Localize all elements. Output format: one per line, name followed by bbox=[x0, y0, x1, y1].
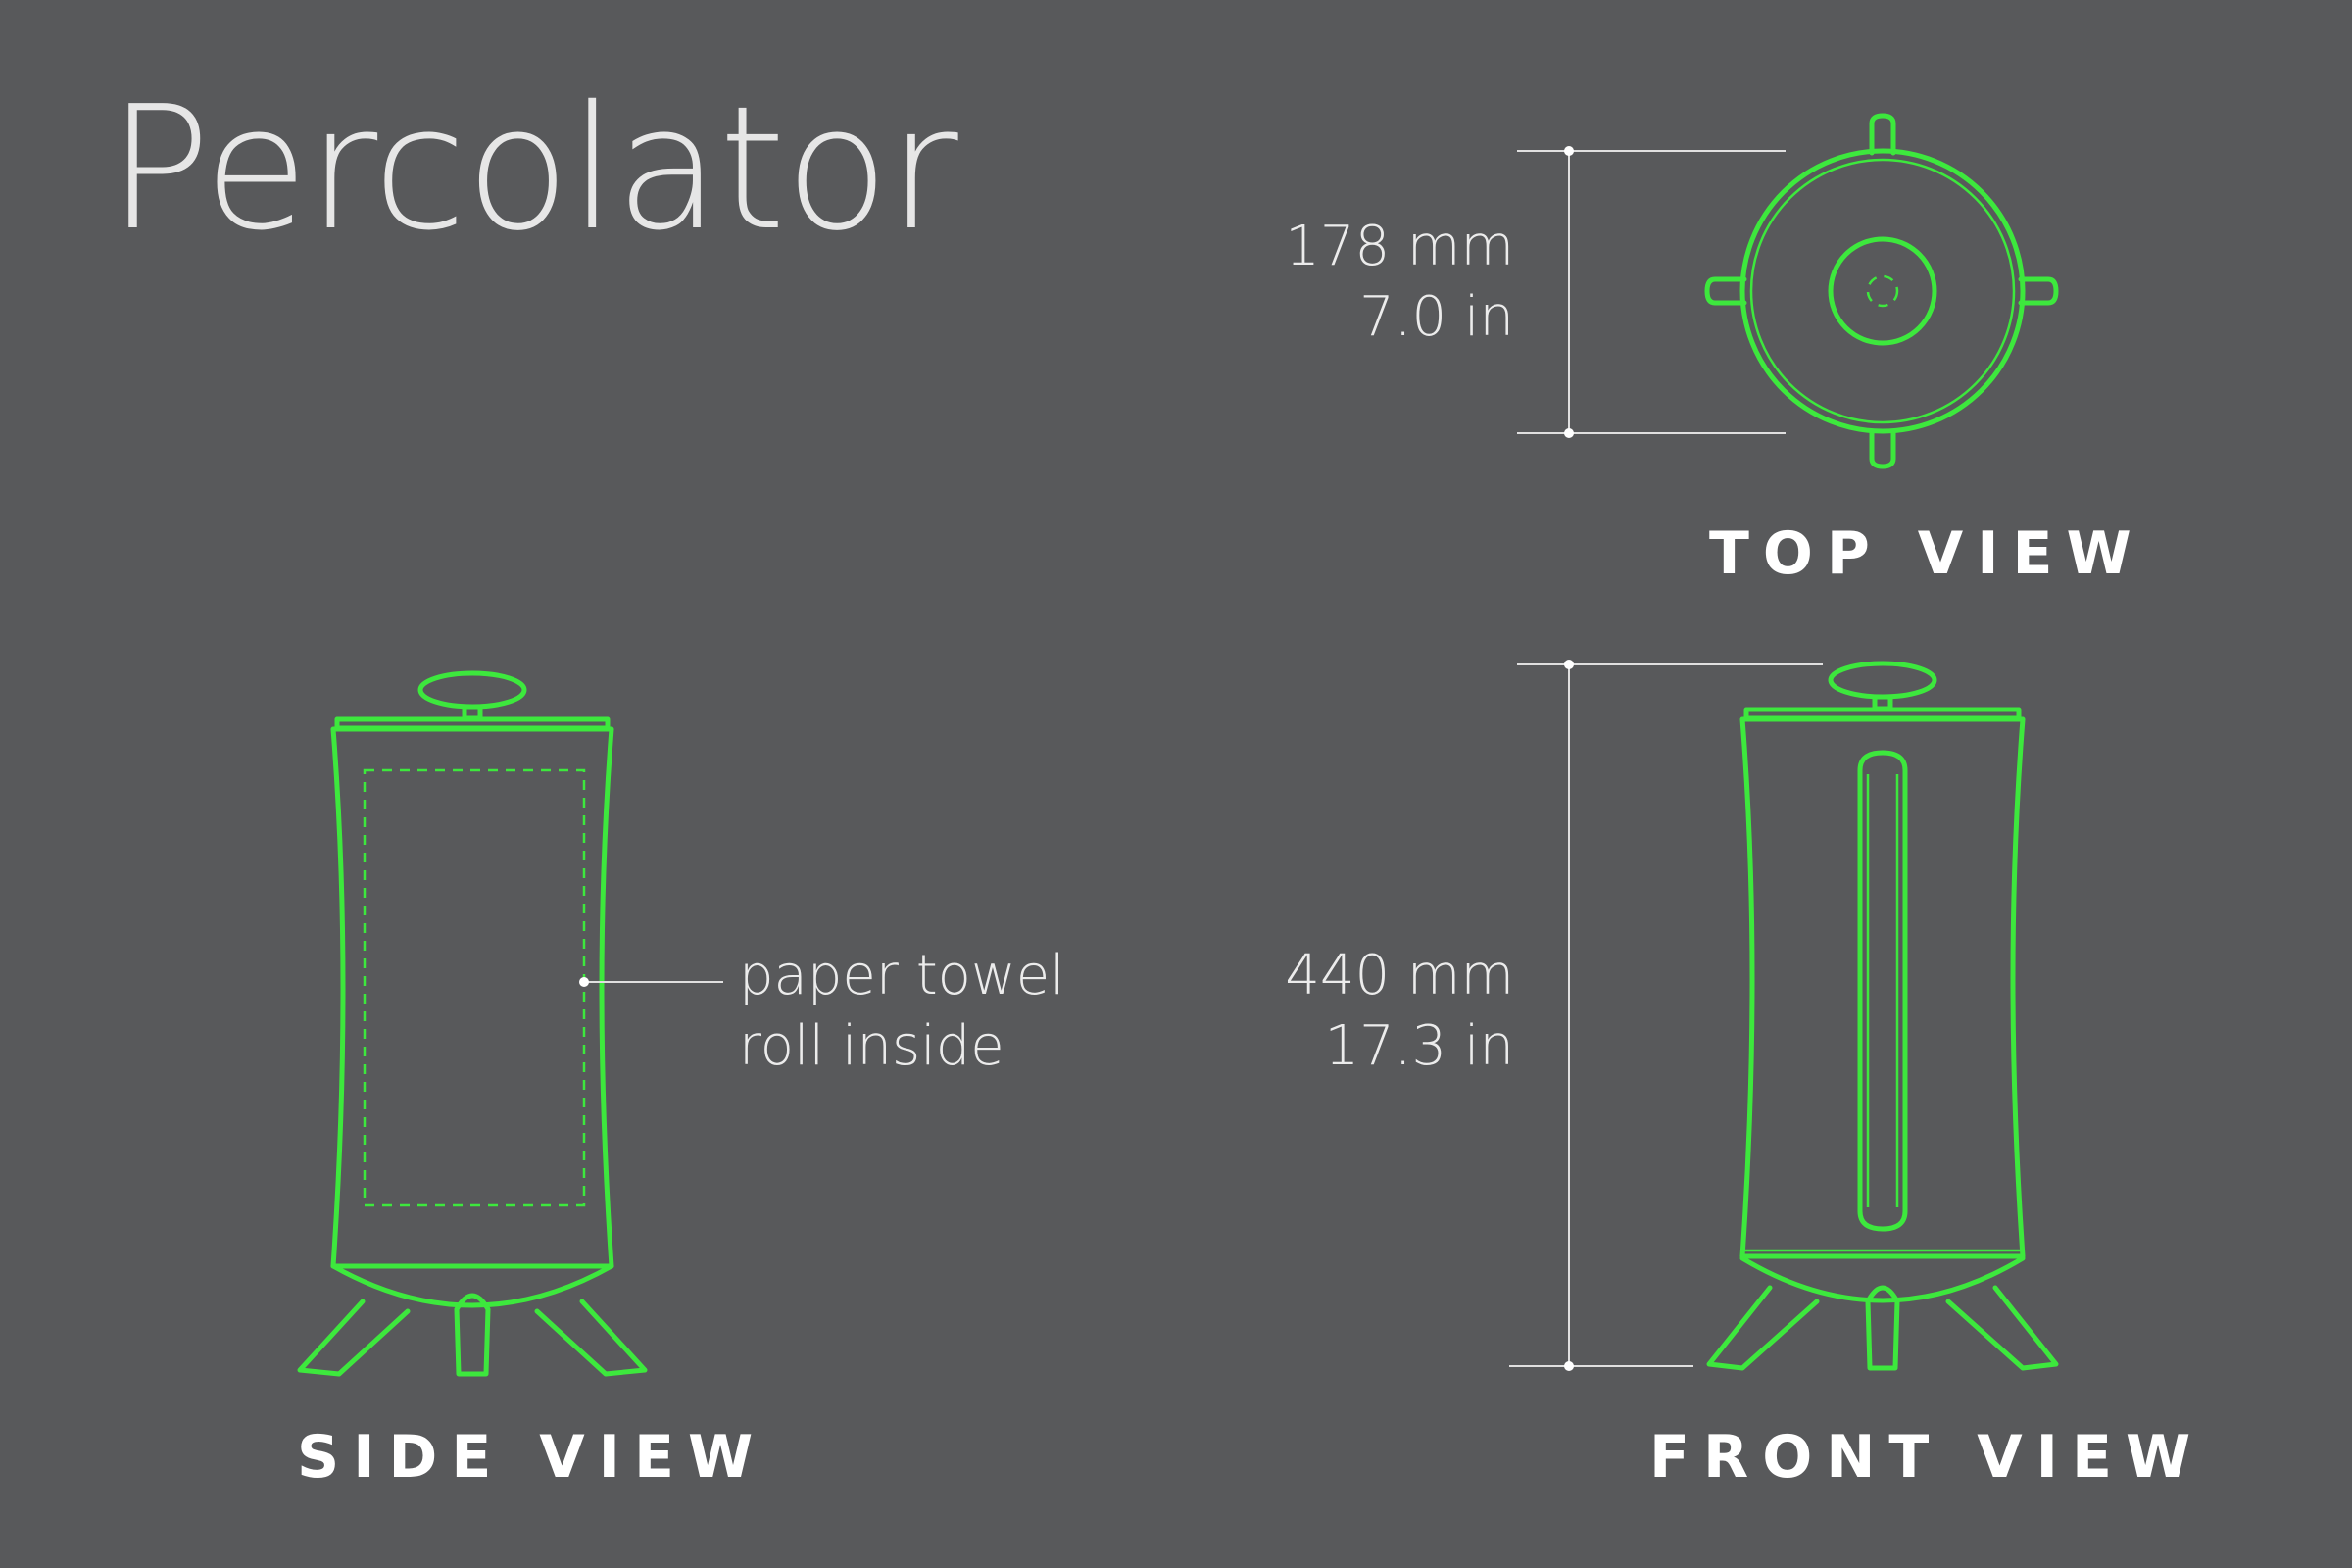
front-leg-left bbox=[1706, 1285, 1820, 1371]
side-leg-left bbox=[297, 1298, 411, 1377]
side-view-drawing bbox=[297, 670, 723, 1377]
front-height-metric: 440 mm bbox=[1285, 944, 1514, 1007]
front-leg-right bbox=[1945, 1285, 2059, 1371]
top-view-label: TOP VIEW bbox=[1709, 519, 2145, 588]
front-window bbox=[1857, 750, 1908, 1232]
top-tab-south bbox=[1869, 428, 1896, 469]
top-dim-dot-upper bbox=[1564, 146, 1574, 156]
side-view-label: SIDE VIEW bbox=[297, 1423, 767, 1492]
top-width-metric: 178 mm bbox=[1285, 215, 1514, 278]
front-dim-dot-lower bbox=[1564, 1361, 1574, 1371]
front-base bbox=[1740, 1255, 2026, 1303]
front-height-imperial: 17.3 in bbox=[1324, 1014, 1514, 1078]
page-title: Percolator bbox=[108, 70, 958, 269]
callout-line-2: roll inside bbox=[739, 1014, 1004, 1078]
front-view-label: FRONT VIEW bbox=[1649, 1423, 2205, 1492]
front-view-drawing bbox=[1509, 660, 2059, 1371]
front-body bbox=[1740, 716, 2026, 1259]
top-outer-rim bbox=[1740, 148, 2026, 434]
top-width-dimension: 178 mm 7.0 in bbox=[1200, 212, 1514, 353]
front-knob bbox=[1828, 661, 1937, 700]
top-tab-west bbox=[1704, 276, 1747, 306]
side-knob-stem bbox=[462, 704, 483, 721]
side-body bbox=[330, 726, 614, 1269]
callout-dot bbox=[579, 977, 589, 987]
top-view-drawing bbox=[1517, 113, 2059, 469]
side-leg-right bbox=[534, 1298, 648, 1377]
top-tab-north bbox=[1869, 113, 1896, 156]
top-dim-dot-lower bbox=[1564, 428, 1574, 438]
side-knob bbox=[417, 670, 527, 710]
top-width-imperial: 7.0 in bbox=[1359, 285, 1514, 349]
front-dim-dot-upper bbox=[1564, 660, 1574, 669]
side-base bbox=[330, 1263, 614, 1308]
paper-towel-roll bbox=[363, 768, 586, 1207]
top-knob-outer bbox=[1828, 236, 1937, 346]
top-knob-center bbox=[1866, 274, 1899, 308]
front-height-dimension: 440 mm 17.3 in bbox=[1200, 941, 1514, 1082]
top-tab-east bbox=[2018, 276, 2059, 306]
top-inner-rim bbox=[1749, 158, 2016, 424]
side-leg-center bbox=[454, 1293, 491, 1377]
callout-line-1: paper towel bbox=[739, 944, 1065, 1007]
front-leg-center bbox=[1865, 1285, 1900, 1371]
paper-towel-callout: paper towel roll inside bbox=[739, 941, 1065, 1082]
front-knob-stem bbox=[1872, 694, 1893, 711]
